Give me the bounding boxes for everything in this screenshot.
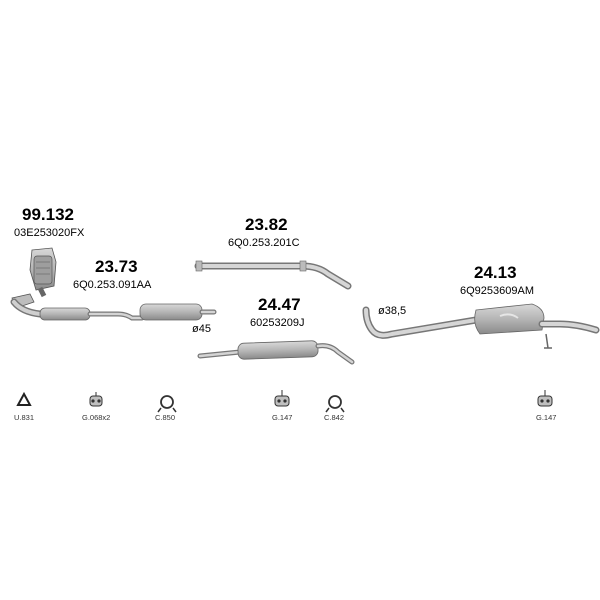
part-code-6q0253091aa: 6Q0.253.091AA	[73, 279, 152, 291]
rubber-hanger-icon	[274, 390, 290, 407]
accessory-label-c842: C.842	[324, 413, 344, 422]
accessory-g147-rear: G.147	[536, 390, 556, 422]
part-number-24-13: 24.13	[474, 263, 517, 282]
rubber-hanger-icon	[537, 390, 553, 407]
part-number-24-47: 24.47	[258, 295, 301, 314]
part-code-03e253020fx: 03E253020FX	[14, 227, 85, 239]
accessory-g068x2: G.068x2	[82, 392, 110, 422]
accessory-label-g147: G.147	[272, 413, 292, 422]
part-number-23-73: 23.73	[95, 257, 138, 276]
accessory-c850: C.850	[155, 395, 177, 422]
accessory-label-c850: C.850	[155, 413, 175, 422]
part-code-60253209j: 60253209J	[250, 317, 304, 329]
part-24-13-rear-silencer: 24.13 6Q9253609AM ø38,5	[362, 263, 600, 349]
part-code-6q9253609am: 6Q9253609AM	[460, 285, 534, 297]
accessory-c842: C.842	[324, 395, 345, 422]
clamp-icon	[325, 395, 345, 413]
clamp-icon	[157, 395, 177, 413]
part-code-6q0253201c: 6Q0.253.201C	[228, 237, 300, 249]
part-99-132-catalytic-converter: 99.132 03E253020FX	[11, 205, 85, 309]
accessory-label-g147-rear: G.147	[536, 413, 556, 422]
accessory-label-u831: U.831	[14, 413, 34, 422]
part-number-23-82: 23.82	[245, 215, 288, 234]
accessory-g147: G.147	[272, 390, 292, 422]
part-number-99-132: 99.132	[22, 205, 74, 224]
rubber-hanger-icon	[89, 392, 103, 407]
part-23-82-intermediate-pipe: 23.82 6Q0.253.201C	[194, 215, 352, 290]
diameter-45-label: ø45	[192, 323, 211, 335]
part-23-73-front-pipe: 23.73 6Q0.253.091AA ø45	[10, 257, 217, 335]
accessory-label-g068x2: G.068x2	[82, 413, 110, 422]
gasket-icon	[16, 391, 32, 406]
diameter-38-5-label: ø38,5	[378, 305, 406, 317]
part-24-47-centre-silencer: 24.47 60253209J	[197, 295, 355, 365]
accessory-u831: U.831	[14, 391, 34, 422]
